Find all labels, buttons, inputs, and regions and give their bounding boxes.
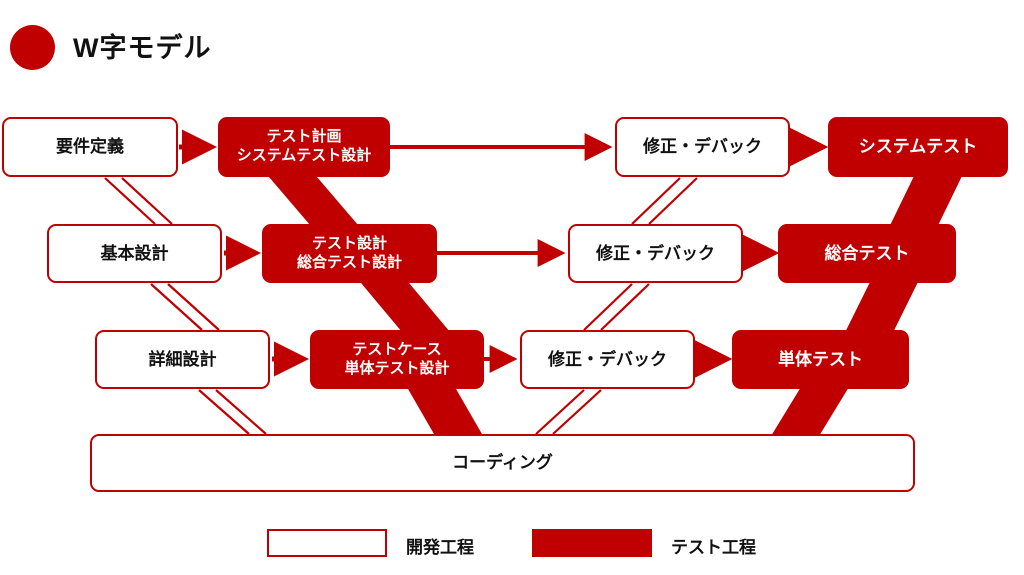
node-label: 修正・デバック [596, 243, 715, 263]
node-basic-design[interactable]: 基本設計 [47, 224, 222, 283]
node-label: 修正・デバック [643, 137, 762, 157]
node-label: 単体テスト [778, 349, 863, 369]
node-label: 修正・デバック [548, 349, 667, 369]
node-system-test[interactable]: システムテスト [828, 117, 1008, 177]
node-label: 基本設計 [100, 243, 169, 263]
thin-double-lines-dev [104, 177, 698, 435]
node-test-plan[interactable]: テスト計画 システムテスト設計 [218, 117, 390, 177]
node-fix-debug-system[interactable]: 修正・デバック [615, 117, 790, 177]
horizontal-arrows [179, 129, 310, 377]
double-headed-arrows [671, 126, 829, 380]
node-test-case[interactable]: テストケース 単体テスト設計 [310, 330, 484, 389]
node-label: システムテスト [858, 137, 978, 157]
node-label: 要件定義 [56, 137, 124, 157]
legend-swatch-test-process [532, 529, 652, 557]
legend-label-dev-process: 開発工程 [406, 538, 474, 557]
legend-swatch-dev-process [267, 529, 387, 557]
thick-band-test-track [263, 170, 962, 441]
node-requirements[interactable]: 要件定義 [2, 117, 178, 177]
node-label: コーディング [452, 453, 553, 473]
node-detail-design[interactable]: 詳細設計 [95, 330, 270, 389]
node-label: テスト設計 総合テスト設計 [296, 234, 402, 271]
page-title: W字モデル [73, 33, 212, 63]
node-overall-test[interactable]: 総合テスト [778, 224, 956, 283]
node-fix-debug-unit[interactable]: 修正・デバック [520, 330, 695, 389]
long-horizontal-arrows [390, 133, 613, 373]
node-label: 総合テスト [824, 243, 910, 263]
node-fix-debug-overall[interactable]: 修正・デバック [568, 224, 743, 283]
legend: 開発工程 テスト工程 [0, 522, 1024, 567]
node-coding[interactable]: コーディング [90, 434, 915, 492]
node-test-design[interactable]: テスト設計 総合テスト設計 [262, 224, 437, 283]
node-label: テストケース 単体テスト設計 [344, 340, 450, 377]
legend-label-test-process: テスト工程 [671, 538, 756, 557]
node-label: 詳細設計 [148, 349, 217, 369]
node-label: テスト計画 システムテスト設計 [236, 128, 372, 164]
header-bullet-icon [10, 25, 55, 70]
node-unit-test[interactable]: 単体テスト [732, 330, 909, 389]
